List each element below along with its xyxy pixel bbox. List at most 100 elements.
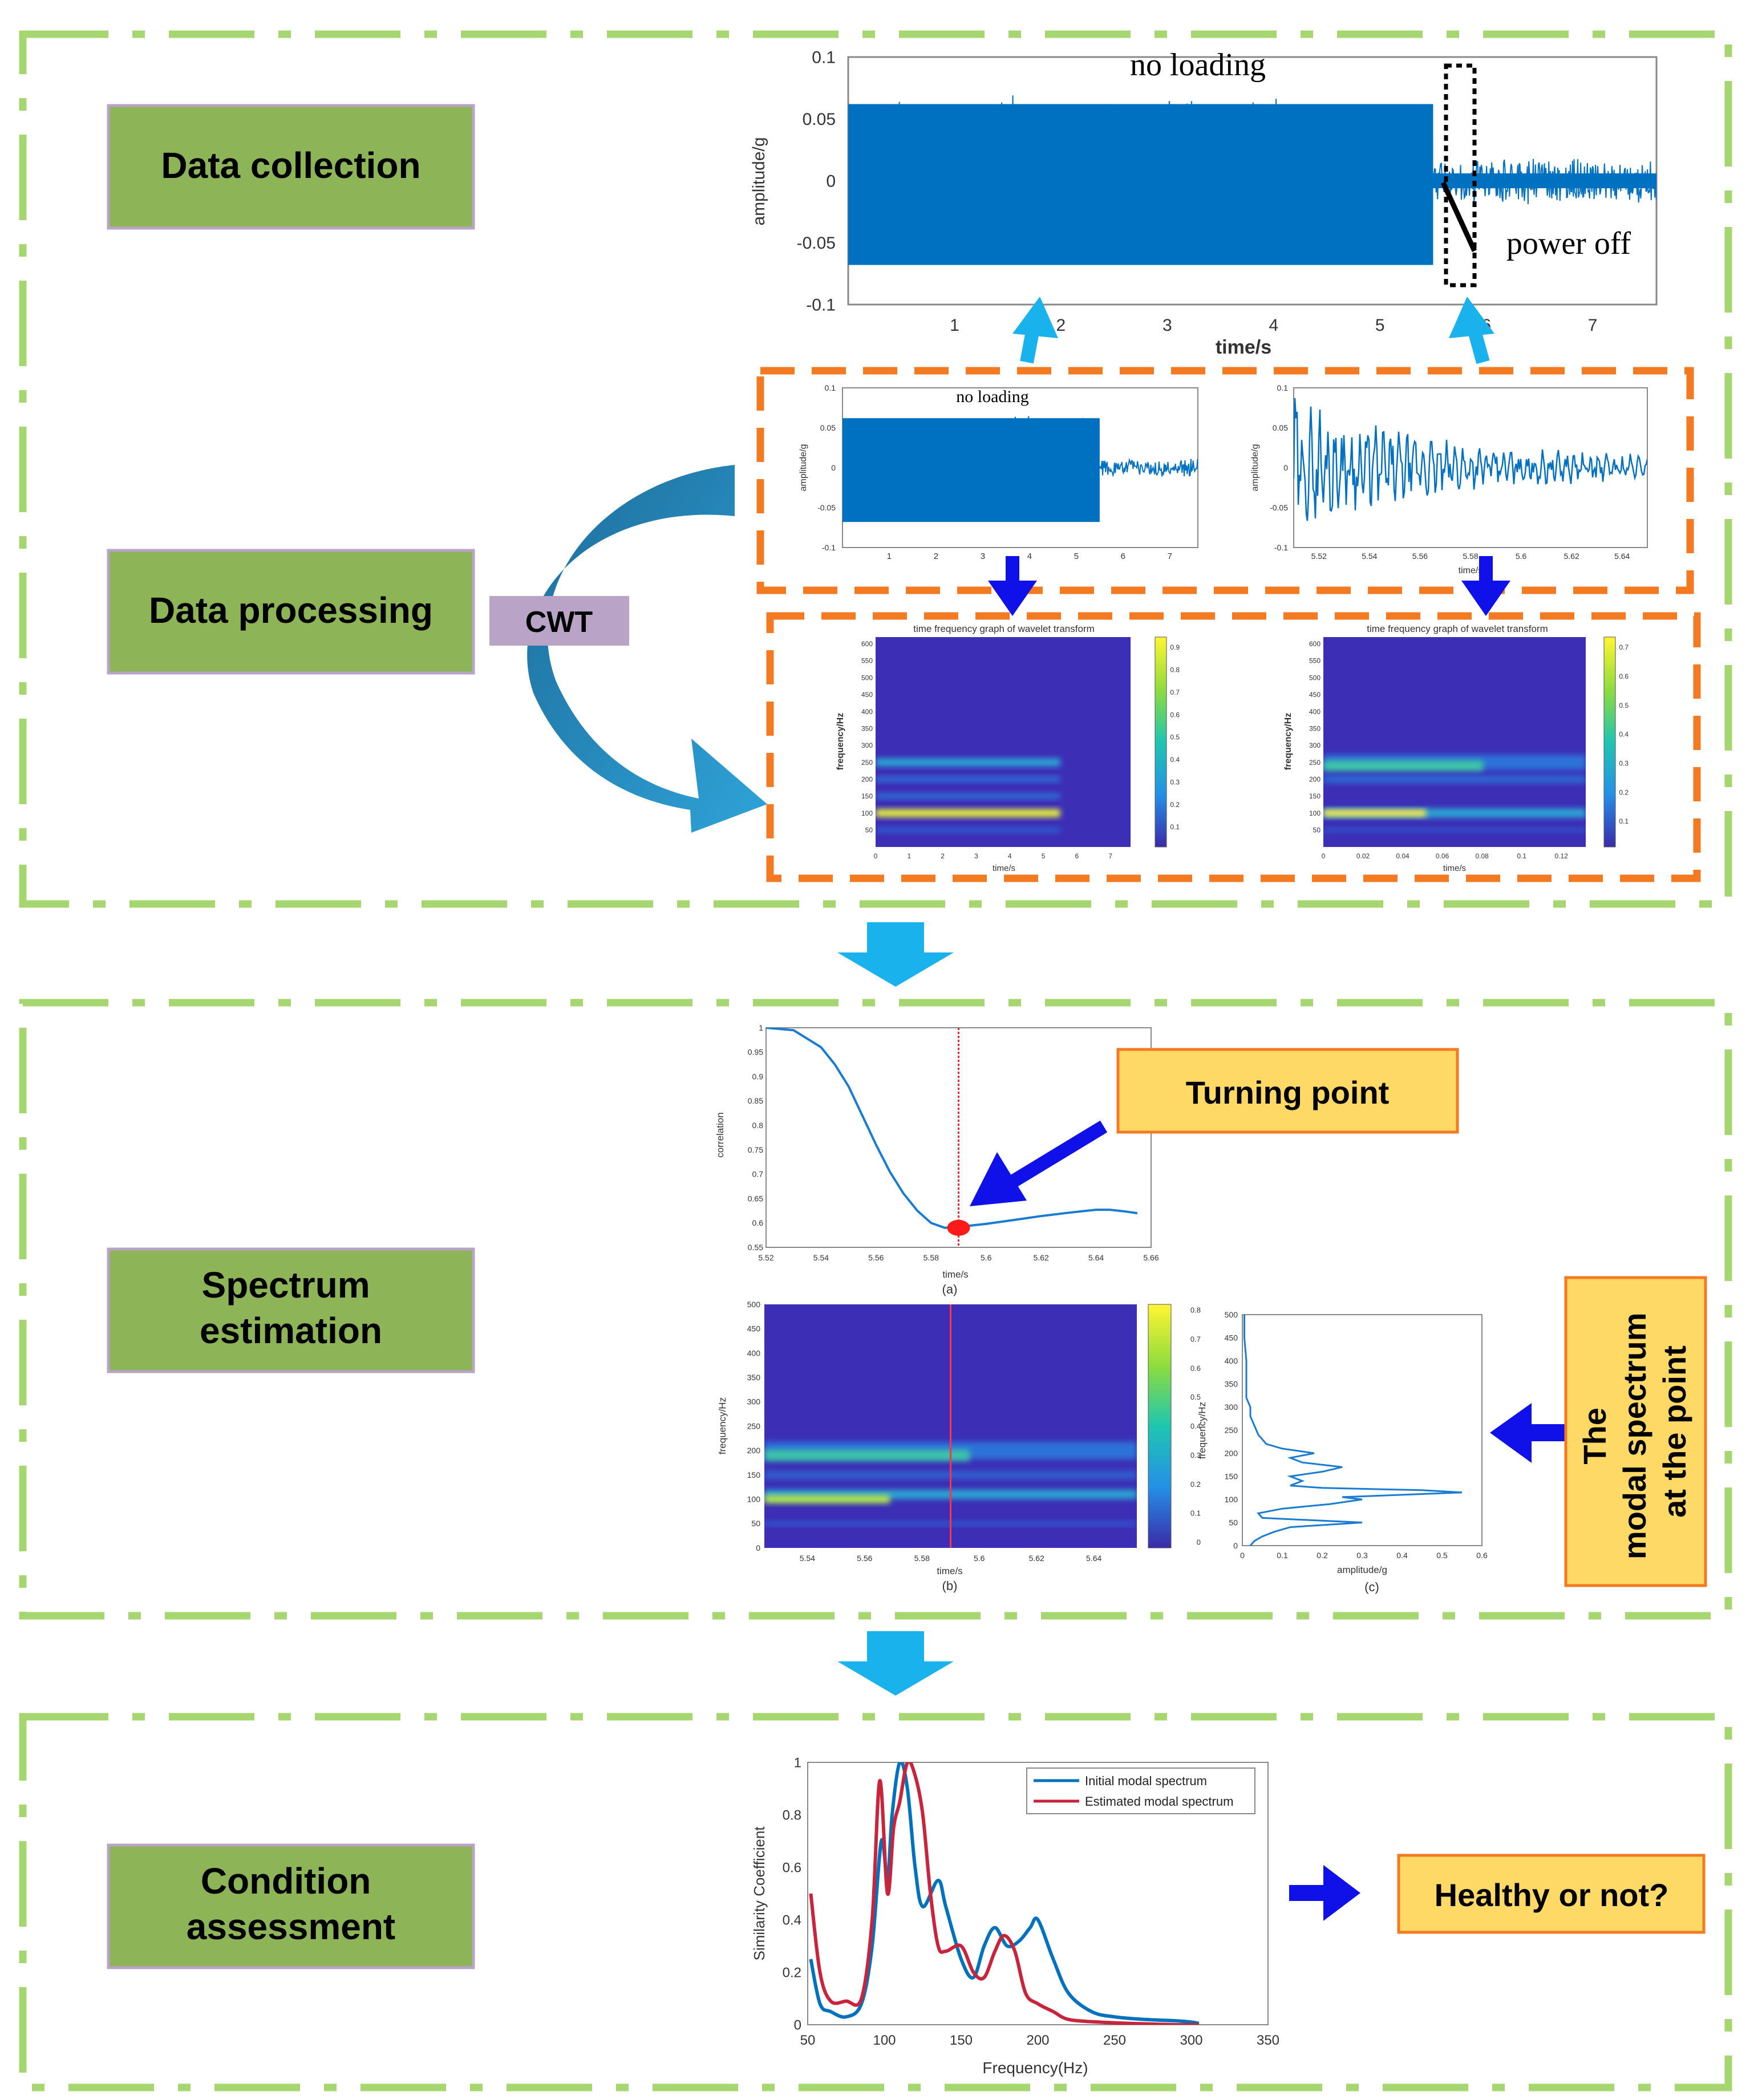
cwt-zoom-cbtick: 0.5	[1619, 702, 1629, 710]
cwt-full-band	[876, 793, 1060, 799]
pzoom-xlabel: time/s	[1459, 566, 1483, 575]
cwt-zoom-ytick: 200	[1309, 775, 1321, 783]
pzoom-xtick: 5.62	[1564, 552, 1579, 561]
modal-spectrum-label: The modal spectrum at the point	[1577, 1304, 1692, 1559]
down-arrow-left	[988, 556, 1037, 616]
sim-ytick: 0.8	[783, 1807, 801, 1823]
pfull-ytick: 0.05	[820, 423, 836, 432]
modal-xtick: 0.1	[1277, 1551, 1288, 1560]
sim-xtick: 50	[800, 2033, 816, 2048]
cwt-full-xtick: 4	[1008, 852, 1012, 860]
raw-ytick: -0.1	[806, 296, 836, 315]
cwt-marked-cbtick: 0.4	[1190, 1422, 1201, 1430]
similarity-series-estimated	[809, 1762, 1199, 2025]
modal-ylabel: frequency/Hz	[1197, 1402, 1208, 1459]
raw-xtick: 2	[1056, 316, 1066, 335]
pzoom-xtick: 5.52	[1311, 552, 1327, 561]
cwt-marked-cbtick: 0.6	[1190, 1364, 1201, 1372]
cwt-marked-cbtick: 0.7	[1190, 1335, 1201, 1343]
cwt-full-ytick: 400	[861, 708, 873, 716]
cwt-full-ytick: 150	[861, 792, 873, 800]
cwt-full-ytick: 600	[861, 640, 873, 648]
cwt-zoom-xtick: 0.08	[1475, 852, 1489, 860]
stage-data-collection: Data collection	[107, 104, 475, 230]
raw-xtick: 5	[1375, 316, 1385, 335]
modal-ytick: 450	[1225, 1333, 1238, 1342]
cwt-full-colorbar	[1155, 637, 1167, 848]
sim-xtick: 150	[950, 2033, 973, 2048]
pfull-ytick: -0.05	[817, 503, 836, 512]
turning-point-label: Turning point	[1186, 1075, 1390, 1110]
corr-xtick: 5.58	[923, 1253, 939, 1262]
cwt-full-cbtick: 0.6	[1170, 711, 1180, 719]
modal-xtick: 0	[1240, 1551, 1245, 1560]
modal-xtick: 0.6	[1476, 1551, 1488, 1560]
pzoom-ytick: 0.05	[1273, 423, 1288, 432]
pzoom-xtick: 5.56	[1412, 552, 1428, 561]
flow-arrow-1	[837, 922, 954, 987]
modal-ytick: 100	[1225, 1495, 1238, 1504]
corr-ytick: 0.7	[752, 1170, 764, 1179]
turning-point-callout: Turning point	[1116, 1048, 1459, 1134]
pfull-ytick: -0.1	[822, 543, 836, 552]
cwt-full-ytick: 350	[861, 724, 873, 732]
modal-spectrum-plot	[1243, 1315, 1463, 1546]
sim-legend: Initial modal spectrum Estimated modal s…	[1026, 1767, 1255, 1814]
cwt-full-cbtick: 0.8	[1170, 666, 1180, 674]
raw-ytick: 0.1	[812, 48, 836, 67]
cwt-zoom-xtick: 0.02	[1356, 852, 1370, 860]
cwt-zoom-cbtick: 0.7	[1619, 643, 1629, 651]
corr-caption: (a)	[942, 1282, 958, 1296]
pfull-xtick: 7	[1168, 552, 1172, 561]
cwt-full-xtick: 6	[1075, 852, 1079, 860]
corr-xtick: 5.54	[813, 1253, 829, 1262]
chart-cwt-marked: frequency/Hz time/s (b) 5004504003503002…	[717, 1300, 1201, 1593]
cwt-zoom-cbtick: 0.1	[1619, 817, 1629, 825]
cwt-marked-cbtick: 0.3	[1190, 1451, 1201, 1460]
cwt-marked-heatmap	[764, 1304, 1137, 1548]
modal-xtick: 0.3	[1356, 1551, 1368, 1560]
cwt-marked-band	[764, 1495, 890, 1503]
cwt-marked-cbtick: 0.5	[1190, 1393, 1201, 1401]
cwt-marked-ytick: 100	[747, 1495, 761, 1504]
raw-signal-waveform	[848, 95, 1656, 265]
cwt-marked-xtick: 5.64	[1086, 1554, 1101, 1563]
turning-point-marker	[947, 1219, 970, 1236]
modal-xtick: 0.5	[1436, 1551, 1448, 1560]
raw-title: no loading	[1130, 47, 1266, 83]
cwt-zoom-xtick: 0	[1322, 852, 1326, 860]
cwt-marked-xtick: 5.56	[857, 1554, 872, 1563]
cwt-marked-band	[764, 1449, 970, 1461]
cwt-zoom-xlabel: time/s	[1443, 863, 1466, 873]
stage-data-processing: Data processing	[107, 549, 475, 675]
corr-xtick: 5.66	[1143, 1253, 1159, 1262]
cwt-marked-ytick: 150	[747, 1470, 761, 1479]
similarity-plot	[809, 1762, 1200, 2025]
raw-xtick: 3	[1162, 316, 1172, 335]
stage-label-line-2: estimation	[200, 1310, 382, 1351]
cwt-full-cbtick: 0.3	[1170, 778, 1180, 786]
pzoom-ytick: 0	[1283, 463, 1288, 472]
legend-entry-initial: Initial modal spectrum	[1085, 1774, 1207, 1788]
cwt-zoom-xtick: 0.06	[1436, 852, 1449, 860]
healthy-callout: Healthy or not?	[1397, 1854, 1706, 1934]
cwt-zoom-ytick: 100	[1309, 809, 1321, 817]
cwt-full-cbtick: 0.5	[1170, 733, 1180, 741]
cwt-zoom-band	[1323, 809, 1426, 817]
corr-ytick: 0.95	[748, 1048, 763, 1057]
cwt-full-ytick: 250	[861, 759, 873, 767]
stage-condition-assessment: Condition assessment	[107, 1843, 475, 1969]
corr-xtick: 5.62	[1034, 1253, 1049, 1262]
cwt-full-xtick: 7	[1108, 852, 1112, 860]
pfull-running-trace	[842, 416, 1100, 520]
cwt-full-xtick: 5	[1042, 852, 1046, 860]
cwt-zoom-ytick: 400	[1309, 708, 1321, 716]
cwt-full-ytick: 50	[865, 826, 873, 834]
cwt-full-xtick: 2	[941, 852, 945, 860]
pfull-ytick: 0	[831, 463, 836, 472]
cwt-full-title: time frequency graph of wavelet transfor…	[913, 623, 1094, 634]
chart-processed-zoom: amplitude/g time/s 0.10.050-0.05-0.15.52…	[1250, 383, 1648, 575]
cwt-marked-ytick: 450	[747, 1324, 761, 1333]
sim-xtick: 200	[1026, 2033, 1049, 2048]
cwt-marked-xtick: 5.58	[914, 1554, 930, 1563]
